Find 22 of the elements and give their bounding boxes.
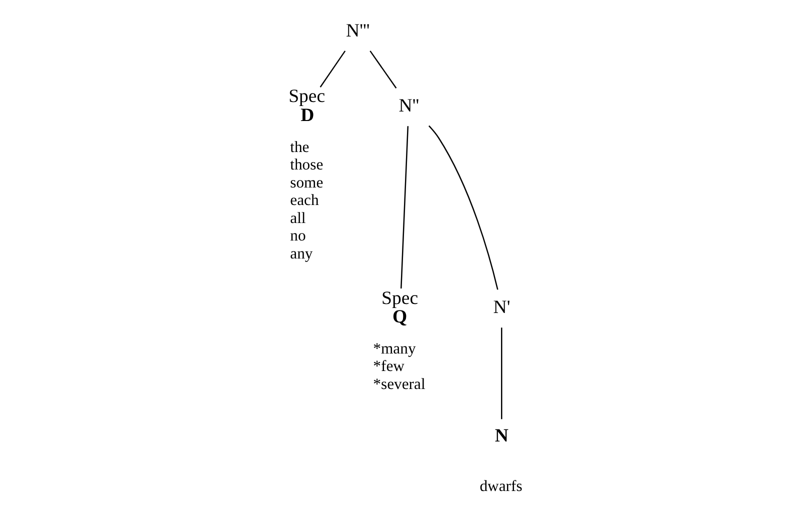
node-text: N xyxy=(494,426,508,447)
node-label: dwarfs xyxy=(479,478,522,495)
connector xyxy=(428,125,498,290)
node-text: N''' xyxy=(346,20,370,42)
connector xyxy=(319,50,346,88)
node-text: Spec Q xyxy=(381,288,418,328)
connector xyxy=(500,328,502,420)
node-label: all xyxy=(290,210,306,227)
node-text: N' xyxy=(492,297,510,318)
node-label: *several xyxy=(372,376,425,393)
node-label: the xyxy=(290,138,309,156)
node-label: *few xyxy=(372,358,404,376)
node-label: some xyxy=(290,174,323,192)
connector xyxy=(369,50,396,88)
connector xyxy=(400,126,408,289)
node-label: *many xyxy=(372,340,416,358)
node-text: N'' xyxy=(398,96,419,117)
node-label: those xyxy=(290,156,323,174)
node-label: no xyxy=(290,228,306,245)
node-label: each xyxy=(290,192,318,210)
node-label: any xyxy=(290,245,312,262)
node-text: Spec D xyxy=(288,86,325,126)
